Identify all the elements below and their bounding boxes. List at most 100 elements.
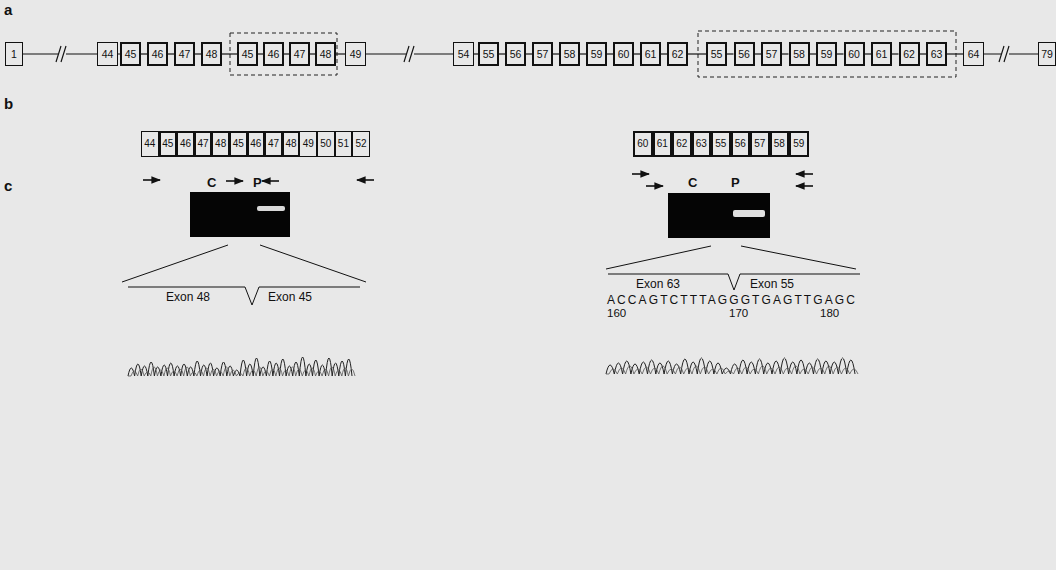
chromatogram-trace (606, 366, 858, 374)
primer-arrow (357, 179, 374, 181)
exon-box: 47 (194, 131, 213, 157)
exon-box: 45 (159, 131, 178, 157)
exon-number: 45 (162, 139, 173, 149)
exon-box: 64 (963, 42, 984, 66)
exon-box: 62 (672, 131, 692, 157)
exon-box: 49 (299, 131, 317, 157)
lane-label: P (731, 176, 740, 189)
exon-number: 63 (931, 49, 943, 60)
intron-line (688, 53, 706, 54)
exon-number: 48 (206, 49, 218, 60)
exon-box: 63 (692, 131, 712, 157)
gel-image (668, 193, 770, 238)
junction-line (608, 274, 860, 290)
exon-box: 48 (211, 131, 230, 157)
exon-box: 58 (559, 42, 580, 66)
exon-number: 47 (179, 49, 191, 60)
exon-box: 55 (478, 42, 499, 66)
primer-arrow (226, 180, 243, 182)
junction-line (128, 287, 360, 305)
exon-number: 54 (458, 49, 470, 60)
exon-box: 60 (633, 131, 653, 157)
exon-label: Exon 48 (166, 291, 210, 303)
gel-band (257, 206, 285, 211)
exon-number: 55 (711, 49, 723, 60)
break-mark (999, 46, 1009, 62)
exon-box: 56 (505, 42, 526, 66)
exon-number: 64 (968, 49, 980, 60)
exon-box: 61 (871, 42, 892, 66)
exon-box: 60 (844, 42, 865, 66)
exon-number: 55 (483, 49, 495, 60)
exon-box: 59 (789, 131, 809, 157)
exon-number: 62 (672, 49, 684, 60)
exon-number: 58 (793, 49, 805, 60)
exon-number: 58 (564, 49, 576, 60)
exon-box: 47 (264, 131, 283, 157)
exon-box: 56 (734, 42, 755, 66)
zoom-line (122, 245, 228, 282)
position-number: 180 (820, 308, 839, 320)
exon-number: 46 (152, 49, 164, 60)
exon-number: 52 (355, 139, 366, 149)
exon-box: 46 (176, 131, 195, 157)
primer-arrow (646, 185, 663, 187)
panel-letter: a (4, 2, 12, 17)
exon-box: 56 (731, 131, 751, 157)
intron-line (947, 53, 963, 54)
position-number: 170 (729, 308, 748, 320)
exon-box: 60 (613, 42, 634, 66)
exon-number: 1 (11, 49, 17, 60)
exon-number: 45 (233, 139, 244, 149)
exon-box: 58 (770, 131, 790, 157)
exon-box: 54 (453, 42, 474, 66)
exon-number: 59 (793, 139, 804, 149)
exon-box: 44 (97, 42, 118, 66)
exon-number: 44 (144, 139, 155, 149)
lane-label: C (207, 176, 216, 189)
exon-box: 55 (711, 131, 731, 157)
exon-number: 50 (320, 139, 331, 149)
break-slash (1004, 46, 1009, 62)
intron-line (222, 53, 237, 54)
exon-number: 48 (320, 49, 332, 60)
duplication-box (698, 31, 956, 77)
exon-number: 58 (774, 139, 785, 149)
exon-box: 1 (5, 42, 23, 66)
exon-number: 46 (268, 49, 280, 60)
break-mark (404, 46, 414, 62)
exon-box: 55 (706, 42, 727, 66)
exon-number: 61 (645, 49, 657, 60)
exon-box: 57 (532, 42, 553, 66)
exon-box: 45 (237, 42, 258, 66)
exon-number: 47 (197, 139, 208, 149)
exon-number: 57 (766, 49, 778, 60)
panel-letter: c (4, 178, 12, 193)
gel-image (190, 192, 290, 237)
dna-sequence: ACCAGTCTTTAGGGTGAGTTGAGC (607, 294, 857, 306)
exon-number: 44 (102, 49, 114, 60)
exon-number: 48 (215, 139, 226, 149)
exon-number: 63 (696, 139, 707, 149)
exon-box: 62 (899, 42, 920, 66)
exon-number: 56 (738, 49, 750, 60)
exon-box: 47 (289, 42, 310, 66)
exon-label: Exon 45 (268, 291, 312, 303)
exon-number: 79 (1041, 49, 1053, 60)
exon-box: 52 (352, 131, 370, 157)
exon-box: 59 (816, 42, 837, 66)
exon-number: 60 (848, 49, 860, 60)
chromatogram-trace (128, 367, 355, 376)
exon-number: 45 (125, 49, 137, 60)
exon-box: 63 (926, 42, 947, 66)
exon-number: 47 (294, 49, 306, 60)
gel-band (733, 210, 765, 217)
exon-number: 56 (735, 139, 746, 149)
exon-box: 46 (263, 42, 284, 66)
exon-number: 62 (676, 139, 687, 149)
exon-box: 45 (120, 42, 141, 66)
exon-label: Exon 55 (750, 278, 794, 290)
primer-arrow (796, 185, 813, 187)
primer-arrow (632, 173, 649, 175)
exon-number: 62 (903, 49, 915, 60)
